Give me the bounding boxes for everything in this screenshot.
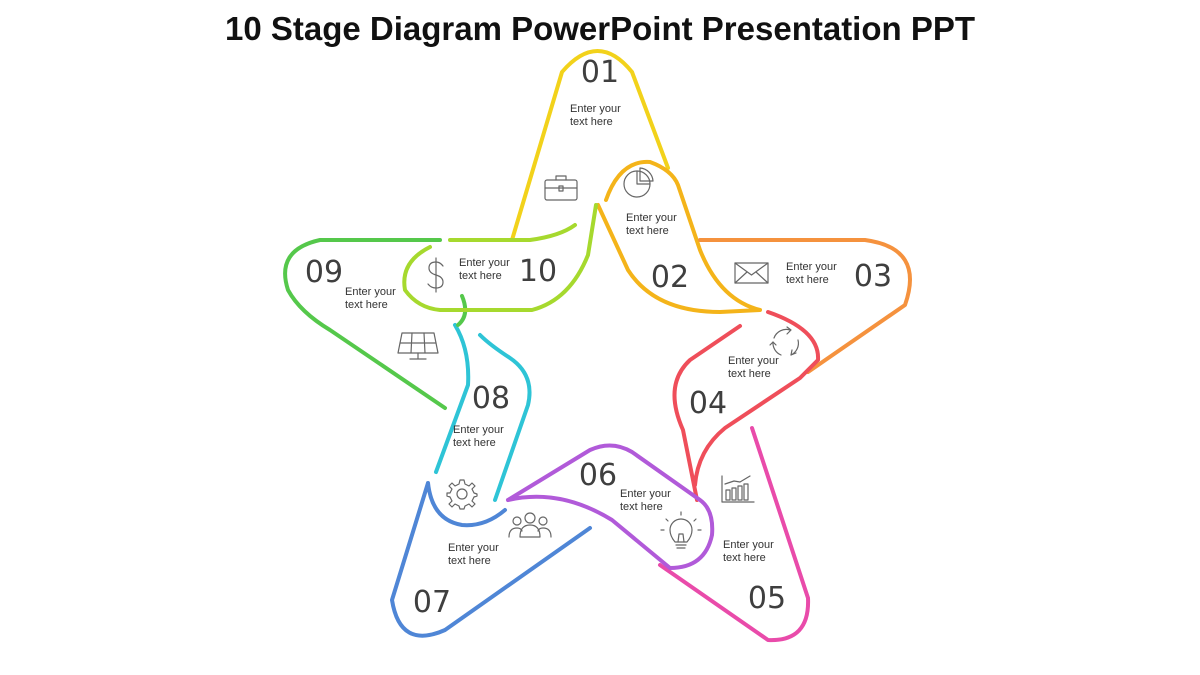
stage-05-number: 05 — [748, 581, 786, 616]
stage-03-number: 03 — [854, 259, 892, 294]
stage-10-text-line1: Enter your — [459, 257, 510, 269]
stage-07-text-line1: Enter your — [448, 542, 499, 554]
stage-06-text-line2: text here — [620, 501, 663, 513]
stage-06-outline — [506, 443, 715, 570]
stage-03-text-line2: text here — [786, 274, 829, 286]
stage-09-text-line2: text here — [345, 299, 388, 311]
stage-07-outline — [390, 481, 592, 638]
stage-03-outline — [698, 238, 912, 374]
pie-chart-icon — [623, 167, 654, 198]
stage-08-text-line1: Enter your — [453, 424, 504, 436]
stage-02-text-line1: Enter your — [626, 212, 677, 224]
stage-05-text-line2: text here — [723, 552, 766, 564]
stage-04-text-line1: Enter your — [728, 355, 779, 367]
stage-07-number: 07 — [413, 585, 451, 620]
stage-08-text-line2: text here — [453, 437, 496, 449]
slide-title: 10 Stage Diagram PowerPoint Presentation… — [224, 10, 976, 47]
stage-07-text-line2: text here — [448, 555, 491, 567]
team-people-icon — [508, 512, 552, 538]
stage-04-outline — [672, 310, 821, 502]
stage-06-text-line1: Enter your — [620, 488, 671, 500]
stage-06-number: 06 — [579, 458, 617, 493]
stage-02-text-line2: text here — [626, 225, 669, 237]
briefcase-icon — [544, 175, 578, 201]
bar-chart-icon — [721, 475, 755, 503]
lightbulb-icon — [660, 511, 702, 549]
stage-09-outline — [283, 238, 468, 410]
stage-01-outline — [510, 49, 670, 242]
stage-04-text-line2: text here — [728, 368, 771, 380]
stage-05-outline — [658, 426, 811, 643]
stage-09-text-line1: Enter your — [345, 286, 396, 298]
stage-10-text-line2: text here — [459, 270, 502, 282]
stage-03-text-line1: Enter your — [786, 261, 837, 273]
envelope-icon — [734, 262, 769, 284]
stage-05-text-line1: Enter your — [723, 539, 774, 551]
solar-panel-icon — [397, 332, 439, 360]
stage-02-number: 02 — [651, 260, 689, 295]
stage-04-number: 04 — [689, 386, 727, 421]
stage-08-number: 08 — [472, 381, 510, 416]
refresh-cycle-icon — [769, 326, 800, 356]
stage-08-outline — [434, 323, 532, 502]
stage-01-number: 01 — [581, 55, 619, 90]
stage-10-outline — [402, 203, 598, 312]
stage-01-text-line1: Enter your — [570, 103, 621, 115]
stage-02-outline — [596, 159, 762, 314]
stage-10-number: 10 — [519, 254, 557, 289]
stage-09-number: 09 — [305, 255, 343, 290]
stage-01-text-line2: text here — [570, 116, 613, 128]
gear-icon — [446, 479, 478, 510]
dollar-icon — [427, 257, 444, 293]
